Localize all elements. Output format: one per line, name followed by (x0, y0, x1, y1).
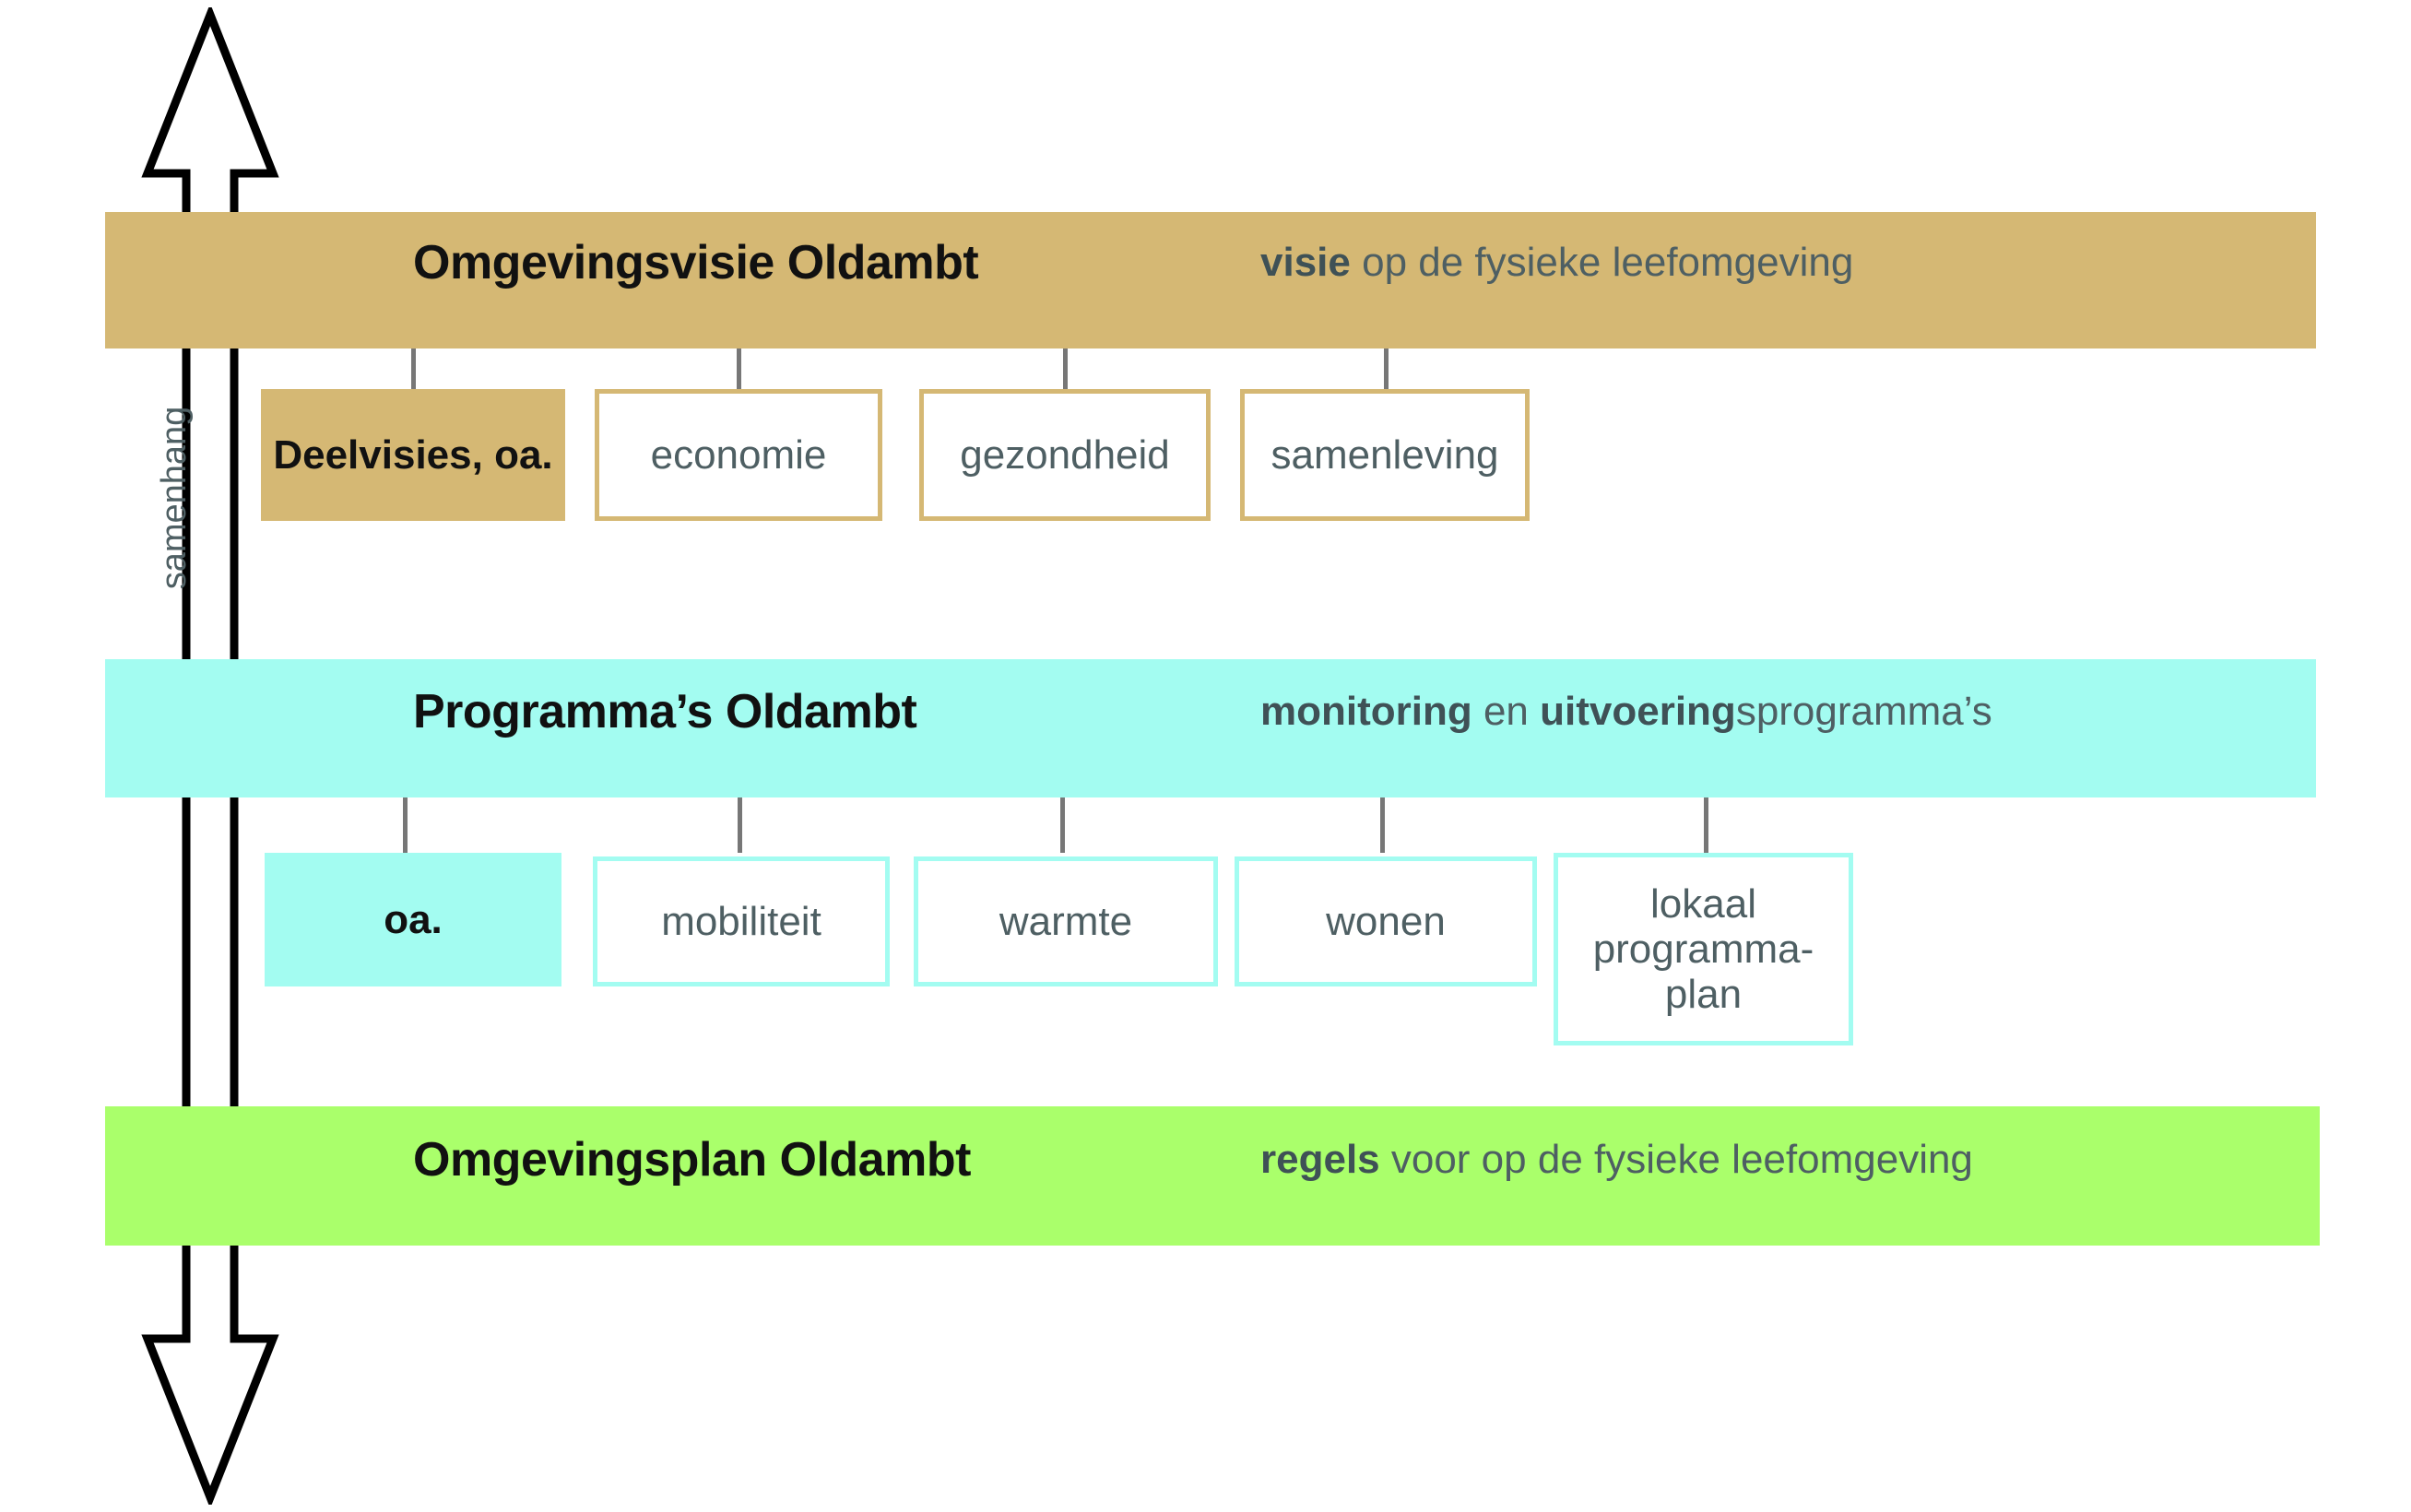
band-omgevingsplan-title: Omgevingsplan Oldambt (413, 1133, 971, 1187)
node-lokaal-programmaplan[interactable]: lokaal programma-plan (1554, 853, 1853, 1045)
subtitle-rest: sprogramma’s (1735, 689, 1992, 734)
node-label: oa. (384, 896, 443, 942)
connector-stem (1704, 797, 1708, 853)
node-gezondheid[interactable]: gezondheid (919, 389, 1211, 521)
node-label: lokaal programma-plan (1592, 880, 1814, 1018)
node-label: mobiliteit (661, 898, 821, 944)
connector-stem (411, 348, 416, 389)
node-label: gezondheid (960, 431, 1170, 478)
subtitle-rest: voor op de fysieke leefomgeving (1379, 1137, 1973, 1182)
connector-stem (403, 797, 408, 853)
band-omgevingsplan (105, 1106, 2320, 1246)
band-programmas (105, 659, 2316, 797)
subtitle-keyword: regels (1260, 1137, 1380, 1182)
connector-stem (1380, 797, 1385, 853)
samenhang-axis-label: samenhang (155, 406, 194, 590)
subtitle-mid: en (1471, 689, 1541, 734)
subtitle-rest: op de fysieke leefomgeving (1350, 240, 1854, 285)
connector-stem (738, 797, 742, 853)
band-omgevingsvisie-subtitle: visie op de fysieke leefomgeving (1260, 240, 1853, 286)
band-omgevingsvisie (105, 212, 2316, 348)
node-mobiliteit[interactable]: mobiliteit (593, 856, 890, 986)
connector-stem (1384, 348, 1389, 389)
connector-stem (1060, 797, 1065, 853)
band-omgevingsvisie-title: Omgevingsvisie Oldambt (413, 236, 979, 289)
connector-stem (737, 348, 741, 389)
node-warmte[interactable]: warmte (914, 856, 1218, 986)
node-samenleving[interactable]: samenleving (1240, 389, 1530, 521)
band-programmas-subtitle: monitoring en uitvoeringsprogramma’s (1260, 689, 1992, 735)
node-economie[interactable]: economie (595, 389, 882, 521)
connector-stem (1063, 348, 1068, 389)
node-label: Deelvisies, oa. (273, 431, 553, 478)
node-wonen[interactable]: wonen (1235, 856, 1537, 986)
node-oa[interactable]: oa. (265, 853, 561, 986)
node-deelvisies[interactable]: Deelvisies, oa. (261, 389, 565, 521)
node-label: warmte (999, 898, 1133, 944)
node-label: samenleving (1271, 431, 1499, 478)
node-label: economie (650, 431, 827, 478)
subtitle-keyword: monitoring (1260, 689, 1472, 734)
node-label: wonen (1326, 898, 1446, 944)
subtitle-keyword: visie (1260, 240, 1351, 285)
band-omgevingsplan-subtitle: regels voor op de fysieke leefomgeving (1260, 1137, 1973, 1183)
band-programmas-title: Programma’s Oldambt (413, 685, 917, 738)
subtitle-keyword-2: uitvoering (1540, 689, 1736, 734)
